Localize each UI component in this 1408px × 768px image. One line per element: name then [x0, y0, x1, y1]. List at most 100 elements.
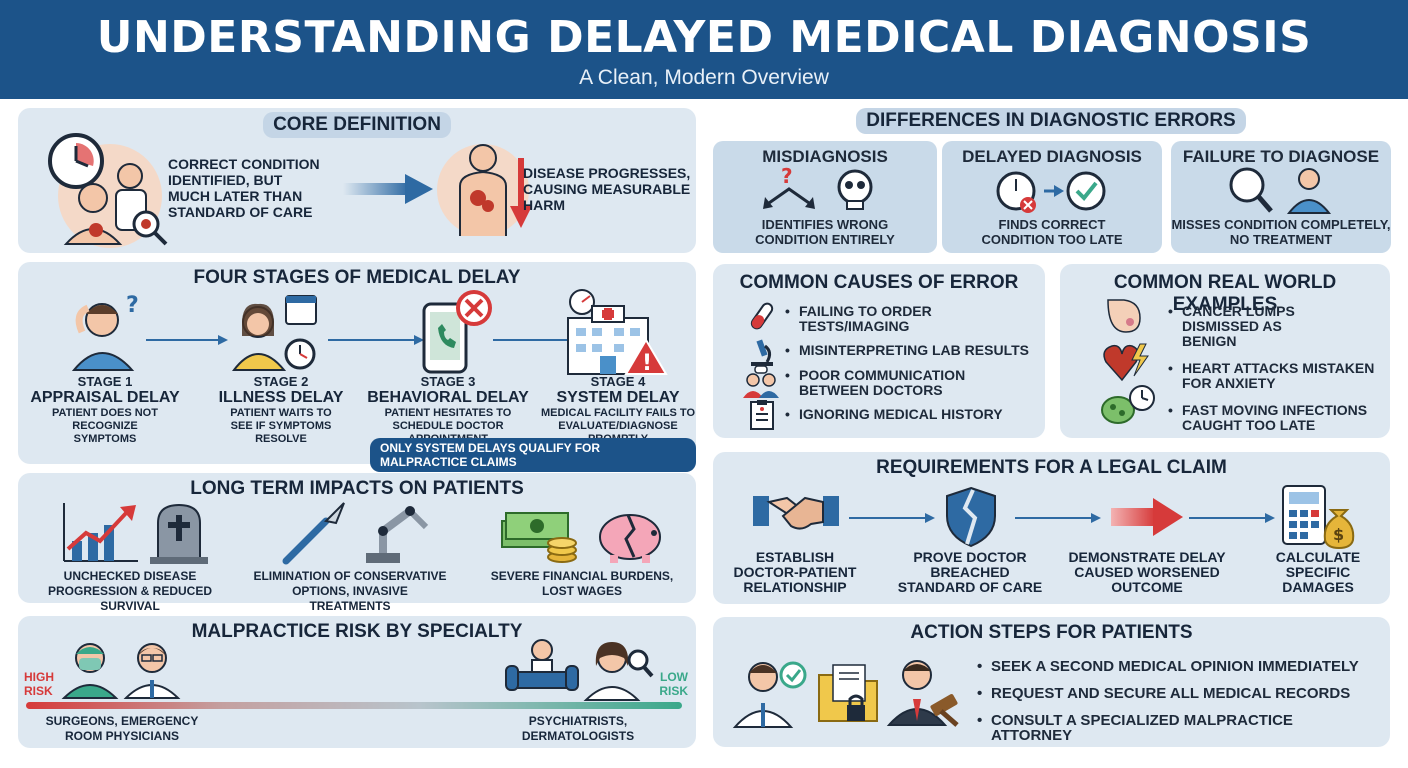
scalpel-icon	[282, 502, 345, 565]
heart-lightning-icon	[1103, 343, 1149, 382]
example-item: CANCER LUMPS DISMISSED AS BENIGN	[1168, 304, 1338, 349]
communication-icon	[743, 365, 779, 398]
attorney-gavel-icon	[886, 660, 959, 727]
svg-text:!: !	[642, 351, 652, 376]
broken-piggy-bank-icon	[599, 514, 661, 563]
clock-patient-doctor-icon	[48, 133, 168, 248]
action-steps-title: ACTION STEPS FOR PATIENTS	[910, 622, 1193, 643]
breast-lump-icon	[1107, 299, 1141, 333]
system-delay-note: ONLY SYSTEM DELAYS QUALIFY FOR MALPRACTI…	[370, 438, 696, 472]
phone-cancel-icon	[422, 290, 492, 374]
misdiagnosis-card: MISDIAGNOSIS ? IDENTIFIES WRONG CONDITIO…	[713, 141, 937, 253]
arrow-legal-2	[1015, 513, 1101, 523]
red-arrow-icon	[1111, 498, 1183, 536]
calculator-money-icon: $	[1282, 485, 1355, 550]
psychiatrist-couch-icon	[505, 639, 579, 691]
tombstone-icon	[150, 503, 208, 564]
stage-1-label: STAGE 1 APPRAISAL DELAY PATIENT DOES NOT…	[30, 374, 180, 445]
progress-arrow-icon	[343, 174, 433, 204]
misdiagnosis-title: MISDIAGNOSIS	[762, 147, 888, 166]
delayed-diagnosis-title: DELAYED DIAGNOSIS	[962, 147, 1142, 166]
cause-item: MISINTERPRETING LAB RESULTS	[785, 343, 1041, 359]
action-item: SEEK A SECOND MEDICAL OPINION IMMEDIATEL…	[977, 659, 1377, 674]
cause-item: IGNORING MEDICAL HISTORY	[785, 407, 1041, 423]
example-item: FAST MOVING INFECTIONS CAUGHT TOO LATE	[1168, 403, 1383, 433]
differences-title: DIFFERENCES IN DIAGNOSTIC ERRORS	[856, 108, 1246, 134]
legal-step-4: CALCULATE SPECIFIC DAMAGES	[1275, 549, 1361, 595]
hospital-warning-icon: !	[567, 289, 668, 376]
legal-claim-panel: REQUIREMENTS FOR A LEGAL CLAIM $ ESTABLI…	[713, 452, 1390, 604]
action-item: REQUEST AND SECURE ALL MEDICAL RECORDS	[977, 686, 1377, 701]
misdiagnosis-desc: IDENTIFIES WRONG CONDITION ENTIRELY	[755, 217, 895, 247]
stage-2-label: STAGE 2 ILLNESS DELAY PATIENT WAITS TO S…	[218, 374, 344, 445]
impact-3: SEVERE FINANCIAL BURDENS, LOST WAGES	[490, 569, 674, 598]
stage-3-label: STAGE 3 BEHAVIORAL DELAY PATIENT HESITAT…	[367, 374, 529, 445]
high-risk-label: HIGH RISK	[24, 670, 54, 698]
doctor-check-icon	[732, 661, 807, 728]
core-definition-title: CORE DEFINITION	[263, 112, 451, 138]
magnifier-person-icon	[1229, 167, 1332, 214]
legal-claim-title: REQUIREMENTS FOR A LEGAL CLAIM	[876, 457, 1227, 478]
core-text-2: DISEASE PROGRESSES, CAUSING MEASURABLE H…	[523, 165, 691, 213]
waiting-patient-icon	[231, 295, 317, 371]
causes-list: FAILING TO ORDER TESTS/IMAGING MISINTERP…	[785, 304, 1041, 423]
core-text-1: CORRECT CONDITION IDENTIFIED, BUT MUCH L…	[168, 156, 320, 220]
cause-item: FAILING TO ORDER TESTS/IMAGING	[785, 304, 945, 334]
low-risk-label: LOW RISK	[659, 670, 688, 698]
page-subtitle: A Clean, Modern Overview	[579, 66, 829, 89]
stage-arrow-2	[328, 335, 424, 345]
infection-clock-icon	[1101, 385, 1155, 424]
handshake-icon	[753, 496, 839, 530]
disease-body-icon	[437, 144, 532, 236]
action-steps-list: SEEK A SECOND MEDICAL OPINION IMMEDIATEL…	[977, 659, 1377, 743]
svg-text:?: ?	[126, 293, 139, 318]
wrong-path-skull-icon: ?	[763, 164, 873, 210]
malpractice-risk-panel: MALPRACTICE RISK BY SPECIALTY HIGH RISK …	[18, 616, 696, 748]
legal-step-2: PROVE DOCTOR BREACHED STANDARD OF CARE	[897, 549, 1043, 595]
high-risk-specialties: SURGEONS, EMERGENCY ROOM PHYSICIANS	[45, 714, 199, 743]
failure-to-diagnose-desc: MISSES CONDITION COMPLETELY, NO TREATMEN…	[1171, 217, 1391, 247]
confused-patient-icon: ?	[71, 293, 139, 371]
clock-to-check-icon	[996, 171, 1106, 213]
svg-text:$: $	[1333, 525, 1344, 544]
microscope-icon	[751, 339, 773, 366]
arrow-legal-3	[1189, 513, 1275, 523]
delayed-diagnosis-card: DELAYED DIAGNOSIS FINDS CORRECT CONDITIO…	[942, 141, 1162, 253]
four-stages-title: FOUR STAGES OF MEDICAL DELAY	[193, 267, 521, 288]
secure-records-icon	[818, 664, 878, 722]
page-title: UNDERSTANDING DELAYED MEDICAL DIAGNOSIS	[96, 12, 1312, 63]
rising-chart-icon	[63, 503, 138, 562]
example-item: HEART ATTACKS MISTAKEN FOR ANXIETY	[1168, 361, 1383, 391]
delayed-diagnosis-desc: FINDS CORRECT CONDITION TOO LATE	[981, 217, 1123, 247]
test-tube-icon	[750, 302, 774, 330]
impact-2: ELIMINATION OF CONSERVATIVE OPTIONS, INV…	[253, 569, 447, 613]
failure-to-diagnose-card: FAILURE TO DIAGNOSE MISSES CONDITION COM…	[1171, 141, 1391, 253]
causes-title: COMMON CAUSES OF ERROR	[739, 272, 1019, 293]
header-banner: UNDERSTANDING DELAYED MEDICAL DIAGNOSIS …	[0, 0, 1408, 99]
action-steps-panel: ACTION STEPS FOR PATIENTS SEEK A SECOND …	[713, 617, 1390, 747]
cause-item: POOR COMMUNICATION BETWEEN DOCTORS	[785, 368, 985, 398]
examples-list: CANCER LUMPS DISMISSED AS BENIGN HEART A…	[1168, 304, 1383, 433]
action-item: CONSULT A SPECIALIZED MALPRACTICE ATTORN…	[977, 713, 1377, 743]
core-definition-panel: CORE DEFINITION CORRECT CONDITION IDENTI…	[18, 108, 696, 253]
impacts-title: LONG TERM IMPACTS ON PATIENTS	[190, 478, 524, 499]
low-risk-specialties: PSYCHIATRISTS, DERMATOLOGISTS	[521, 714, 635, 743]
broken-shield-icon	[946, 486, 996, 548]
failure-to-diagnose-title: FAILURE TO DIAGNOSE	[1182, 147, 1380, 166]
arrow-legal-1	[849, 513, 935, 523]
causes-panel: COMMON CAUSES OF ERROR FAILING TO ORDER …	[713, 264, 1045, 438]
money-stack-icon	[501, 512, 577, 563]
doctor-icon	[123, 643, 181, 699]
impacts-panel: LONG TERM IMPACTS ON PATIENTS UNCHECKED …	[18, 473, 696, 613]
differences-panel: DIFFERENCES IN DIAGNOSTIC ERRORS MISDIAG…	[706, 104, 1396, 256]
examples-panel: COMMON REAL WORLD EXAMPLES CANCER LUMPS …	[1060, 264, 1390, 438]
legal-step-1: ESTABLISH DOCTOR-PATIENT RELATIONSHIP	[733, 549, 857, 595]
dermatologist-icon	[583, 642, 654, 701]
medical-history-icon	[750, 400, 774, 430]
risk-title: MALPRACTICE RISK BY SPECIALTY	[191, 621, 523, 642]
surgeon-icon	[61, 643, 119, 699]
four-stages-panel: FOUR STAGES OF MEDICAL DELAY ?	[18, 262, 696, 472]
svg-text:?: ?	[781, 164, 793, 188]
robotic-arm-icon	[366, 506, 429, 563]
risk-gradient-bar	[26, 702, 682, 709]
